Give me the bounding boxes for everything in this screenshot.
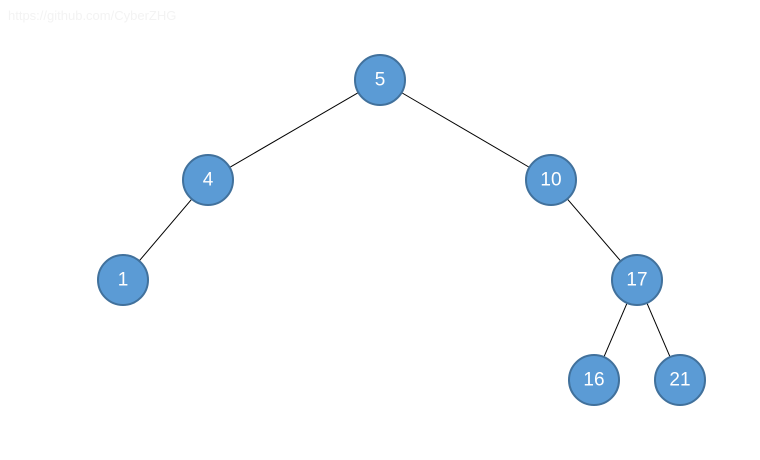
tree-edge-n5-n4	[229, 92, 359, 168]
tree-node-n4: 4	[182, 154, 234, 206]
tree-node-circle	[611, 254, 663, 306]
tree-node-n17: 17	[611, 254, 663, 306]
tree-node-label: 5	[375, 70, 386, 91]
tree-node-label: 4	[203, 170, 214, 191]
tree-node-circle	[654, 354, 706, 406]
tree-node-circle	[182, 154, 234, 206]
tree-edge-n5-n10	[401, 92, 530, 168]
tree-node-label: 17	[626, 270, 647, 291]
tree-node-label: 16	[583, 370, 604, 391]
tree-edge-n10-n17	[566, 198, 622, 262]
edges-layer	[138, 92, 671, 358]
tree-node-circle	[568, 354, 620, 406]
tree-edge-n17-n21	[646, 302, 671, 358]
tree-node-n16: 16	[568, 354, 620, 406]
tree-node-label: 21	[669, 370, 690, 391]
tree-edge-n17-n16	[603, 302, 628, 358]
tree-node-label: 10	[540, 170, 561, 191]
watermark-text: https://github.com/CyberZHG	[8, 8, 177, 23]
tree-node-n5: 5	[354, 54, 406, 106]
tree-node-n10: 10	[525, 154, 577, 206]
tree-edge-n4-n1	[138, 198, 193, 262]
tree-node-n1: 1	[97, 254, 149, 306]
tree-node-circle	[97, 254, 149, 306]
tree-node-n21: 21	[654, 354, 706, 406]
tree-node-circle	[354, 54, 406, 106]
tree-node-label: 1	[118, 270, 129, 291]
nodes-layer: 5 4 10 1 17 16 21	[97, 54, 706, 406]
tree-node-circle	[525, 154, 577, 206]
